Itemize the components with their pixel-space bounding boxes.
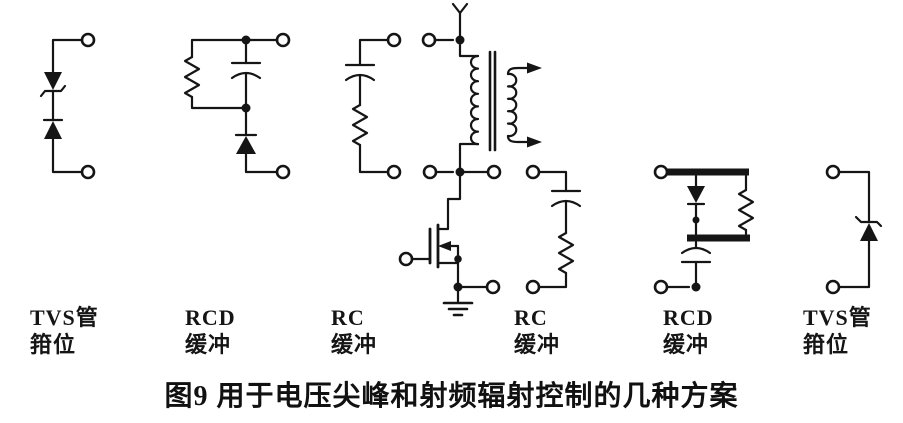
label-line2: 缓冲 bbox=[185, 332, 232, 357]
label-rcd-snubber-right: RCD 缓冲 bbox=[663, 304, 714, 358]
wire bbox=[51, 38, 83, 74]
transformer-icon bbox=[458, 38, 542, 174]
label-line1: RC bbox=[331, 305, 365, 330]
mosfet-icon bbox=[398, 170, 462, 289]
terminal-icon bbox=[386, 32, 402, 48]
resistor-icon bbox=[557, 231, 575, 275]
output-arrow-icon bbox=[527, 62, 542, 74]
label-line2: 箝位 bbox=[803, 332, 850, 357]
wire bbox=[506, 66, 529, 76]
output-arrow-icon bbox=[527, 136, 542, 148]
wire bbox=[837, 170, 871, 224]
terminal-icon bbox=[80, 164, 96, 180]
tvs-clamp-right-circuit bbox=[825, 164, 883, 295]
resistor-icon bbox=[183, 55, 201, 99]
tvs-clamp-left-circuit bbox=[39, 32, 96, 180]
capacitor-icon bbox=[230, 38, 262, 110]
terminal-icon bbox=[386, 164, 402, 180]
body-arrow bbox=[438, 241, 451, 251]
diode-down-icon bbox=[686, 174, 706, 206]
wire bbox=[358, 143, 390, 174]
junction-dot bbox=[691, 282, 701, 292]
capacitor-icon bbox=[680, 240, 712, 289]
label-line2: 缓冲 bbox=[514, 332, 561, 357]
terminal-icon bbox=[398, 251, 414, 267]
ground-icon bbox=[442, 285, 474, 317]
tvs-diode-up-icon bbox=[854, 215, 883, 241]
terminal-icon bbox=[825, 279, 841, 295]
wire bbox=[51, 137, 83, 174]
resistor-icon bbox=[737, 188, 755, 232]
terminal-icon bbox=[275, 164, 291, 180]
label-rc-snubber-right: RC 缓冲 bbox=[514, 304, 560, 358]
rcd-snubber-right-circuit bbox=[653, 164, 755, 295]
wire bbox=[458, 142, 480, 174]
wire bbox=[506, 134, 529, 144]
label-rc-snubber-left: RC 缓冲 bbox=[331, 304, 377, 358]
terminal-icon bbox=[525, 164, 541, 180]
tvs-diode-up-icon bbox=[42, 118, 64, 139]
flyback-stage-circuit bbox=[398, 2, 542, 317]
label-tvs-clamp-right: TVS管 箝位 bbox=[803, 304, 872, 358]
label-line1: TVS管 bbox=[803, 305, 872, 330]
label-rcd-snubber-left: RCD 缓冲 bbox=[185, 304, 236, 358]
wire bbox=[537, 170, 568, 193]
terminal-icon bbox=[485, 279, 501, 295]
secondary-winding bbox=[506, 72, 518, 138]
terminal-icon bbox=[653, 279, 669, 295]
terminal-icon bbox=[80, 32, 96, 48]
terminal-icon bbox=[422, 164, 438, 180]
wire bbox=[837, 239, 871, 289]
rc-snubber-left-circuit bbox=[344, 32, 402, 180]
supply-arrow-icon bbox=[451, 2, 469, 42]
label-tvs-clamp-left: TVS管 箝位 bbox=[30, 304, 99, 358]
label-line1: RCD bbox=[185, 305, 236, 330]
label-line1: TVS管 bbox=[30, 305, 99, 330]
junction-dot bbox=[692, 216, 700, 224]
wire bbox=[190, 95, 248, 110]
wire bbox=[458, 38, 480, 58]
resistor-icon bbox=[351, 103, 369, 147]
terminal-icon bbox=[486, 164, 502, 180]
label-line1: RC bbox=[514, 305, 548, 330]
figure-caption: 图9 用于电压尖峰和射频辐射控制的几种方案 bbox=[164, 381, 739, 412]
rcd-snubber-left-circuit bbox=[183, 32, 291, 180]
diode-up-icon bbox=[234, 133, 258, 154]
wire bbox=[358, 38, 390, 67]
label-line1: RCD bbox=[663, 305, 714, 330]
junction-dot bbox=[454, 255, 462, 263]
label-line2: 缓冲 bbox=[331, 332, 378, 357]
terminal-icon bbox=[653, 164, 669, 180]
label-line2: 箝位 bbox=[30, 332, 77, 357]
terminal-icon bbox=[275, 32, 291, 48]
terminal-icon bbox=[421, 32, 437, 48]
primary-winding bbox=[469, 54, 480, 146]
wire bbox=[537, 271, 568, 289]
terminal-icon bbox=[525, 279, 541, 295]
terminal-icon bbox=[825, 164, 841, 180]
wire bbox=[244, 152, 279, 174]
rc-snubber-right-circuit bbox=[525, 164, 582, 295]
label-line2: 缓冲 bbox=[663, 332, 710, 357]
wire bbox=[190, 38, 279, 59]
drain-wire bbox=[436, 170, 462, 231]
